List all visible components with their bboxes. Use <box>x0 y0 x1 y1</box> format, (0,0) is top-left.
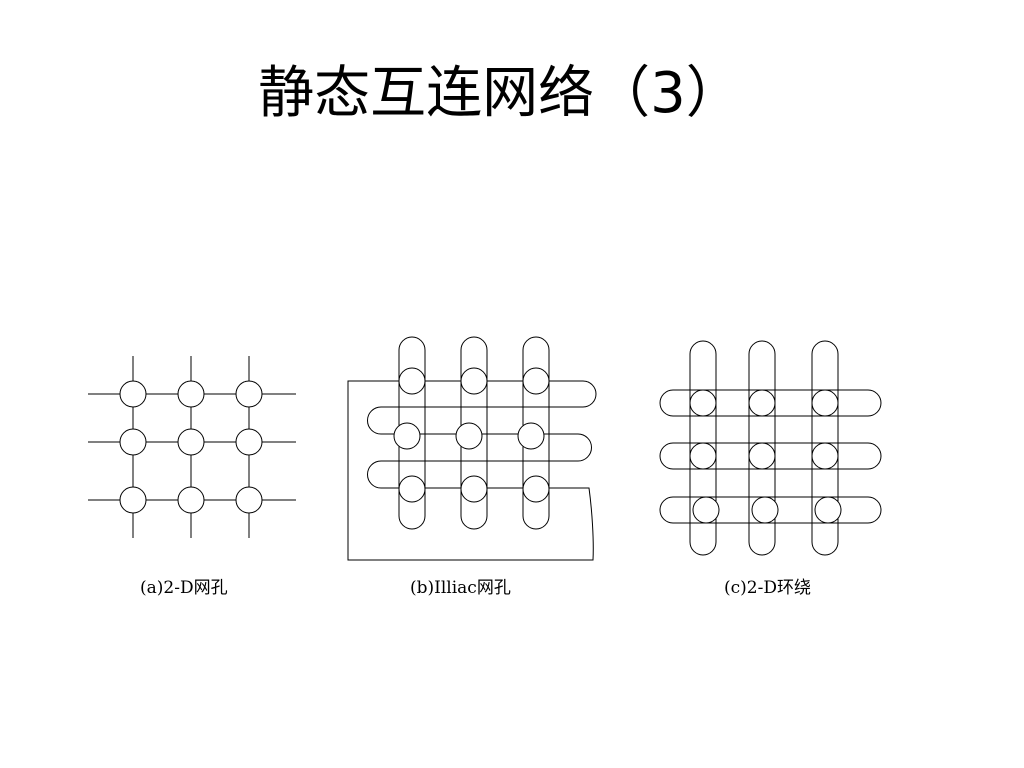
node <box>751 496 779 524</box>
column-wrap-loop <box>811 340 839 556</box>
node <box>692 496 720 524</box>
slide-title: 静态互连网络（3） <box>258 61 742 126</box>
column-wrap-loop <box>460 336 488 530</box>
node <box>393 422 421 450</box>
node <box>119 380 147 408</box>
node <box>177 486 205 514</box>
node <box>398 367 426 395</box>
node <box>811 389 839 417</box>
node <box>177 428 205 456</box>
node <box>517 422 545 450</box>
node <box>460 475 488 503</box>
node <box>398 475 426 503</box>
node <box>235 486 263 514</box>
node <box>748 389 776 417</box>
node <box>119 428 147 456</box>
node <box>455 422 483 450</box>
node <box>522 367 550 395</box>
caption-mesh: (a)2-D网孔 <box>140 578 228 598</box>
node <box>460 367 488 395</box>
node <box>235 380 263 408</box>
node <box>522 475 550 503</box>
node <box>814 496 842 524</box>
node <box>811 442 839 470</box>
mesh-diagram <box>88 356 296 538</box>
row-spiral-chain <box>347 380 597 561</box>
row-wrap-loop <box>659 389 882 417</box>
caption-illiac: (b)Illiac网孔 <box>410 578 511 598</box>
node <box>689 442 717 470</box>
node <box>235 428 263 456</box>
column-wrap-loop <box>522 336 550 530</box>
node <box>689 389 717 417</box>
node <box>748 442 776 470</box>
column-wrap-loop <box>748 340 776 556</box>
node <box>177 380 205 408</box>
node <box>119 486 147 514</box>
row-wrap-loop <box>659 496 882 524</box>
column-wrap-loop <box>398 336 426 530</box>
torus-diagram <box>659 340 882 556</box>
caption-torus: (c)2-D环绕 <box>724 578 811 598</box>
illiac-diagram <box>347 336 597 561</box>
row-wrap-loop <box>659 442 882 470</box>
column-wrap-loop <box>689 340 717 556</box>
